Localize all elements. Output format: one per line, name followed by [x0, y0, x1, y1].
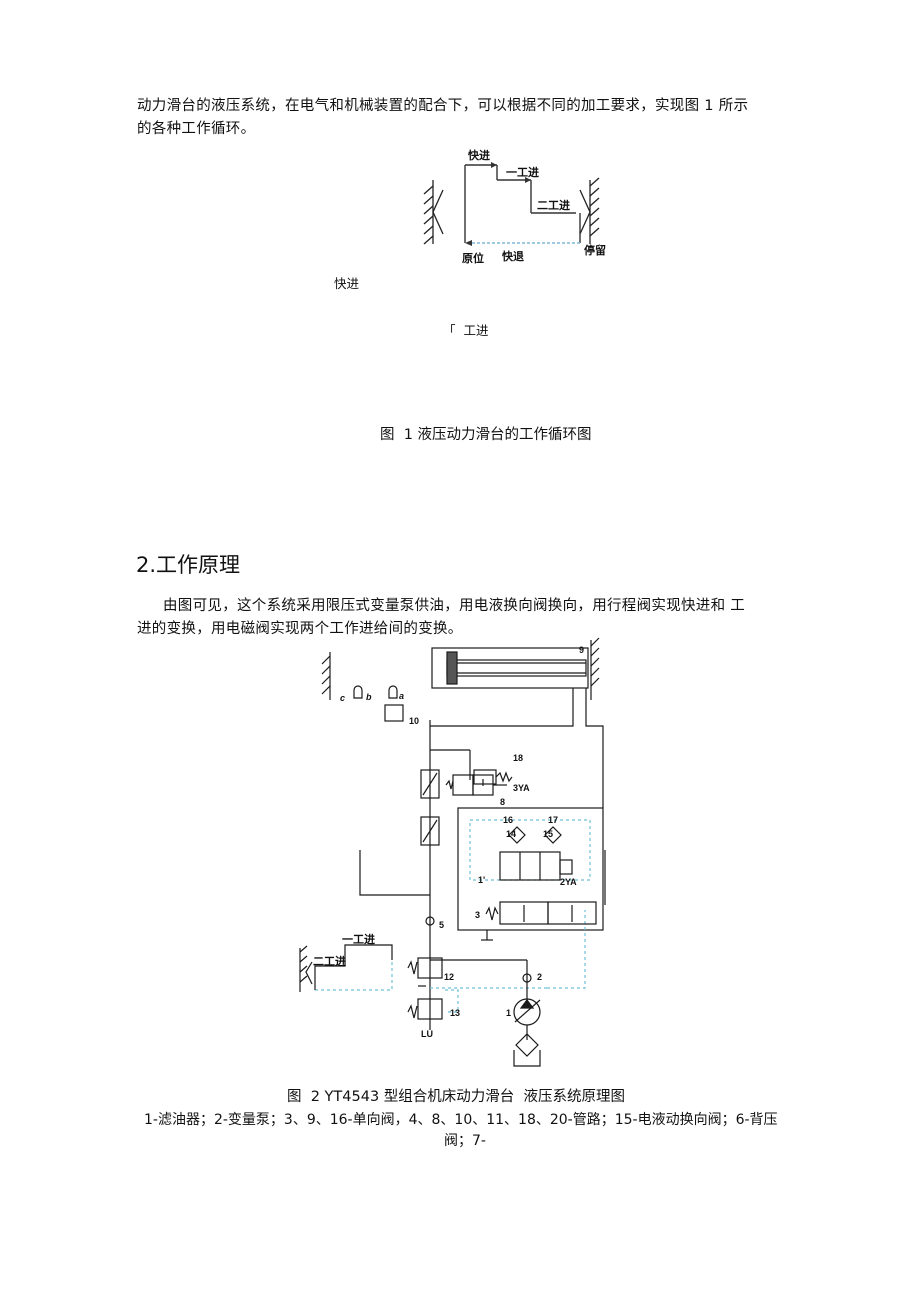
label-fast-return: 快退: [501, 249, 524, 263]
label-15: 15: [543, 829, 553, 839]
figure-1-caption: 图 1 液压动力滑台的工作循环图: [380, 427, 592, 443]
cylinder: [431, 647, 589, 689]
label-feed-1-sketch: 一工进: [342, 932, 375, 946]
label-3ya: 3YA: [513, 783, 530, 793]
section-heading: 2.工作原理: [136, 553, 241, 577]
label-feed-2: 二工进: [537, 198, 570, 212]
label-12: 12: [444, 972, 454, 982]
intro-line-1: 动力滑台的液压系统，在电气和机械装置的配合下，可以根据不同的加工要求，实现图 1…: [137, 98, 749, 114]
label-3: 3: [475, 910, 480, 920]
label-9: 9: [579, 645, 584, 655]
label-16: 16: [503, 815, 513, 825]
label-1: 1: [506, 1008, 511, 1018]
figure-2-legend-line-2: 阀；7-: [444, 1133, 486, 1149]
schematic-left-wall: [321, 652, 331, 700]
spool-body: [499, 851, 561, 881]
check-valve-15: [544, 826, 562, 844]
label-fast-forward: 快进: [467, 148, 490, 162]
section-para-line-1: 由图可见，这个系统采用限压式变量泵供油，用电液换向阀换向，用行程阀实现快进和 工: [163, 598, 746, 614]
left-wall: [423, 180, 444, 245]
check-valve-5: [425, 916, 435, 926]
label-17: 17: [548, 815, 558, 825]
right-wall: [579, 177, 600, 244]
stray-text-fast-forward: 快进: [334, 276, 360, 291]
label-feed-2-sketch: 二工进: [313, 954, 346, 968]
throttle-valve-lower: [420, 816, 440, 846]
figure-2-caption: 图 2 YT4543 型组合机床动力滑台 液压系统原理图: [287, 1089, 625, 1105]
throttle-valve-upper: [420, 769, 440, 799]
schematic-right-wall: [590, 637, 600, 700]
label-2: 2: [537, 972, 542, 982]
label-18: 18: [513, 753, 523, 763]
stop-b: [353, 685, 363, 699]
check-valve-14: [508, 826, 526, 844]
section-para-line-2: 进的变换，用电磁阀实现两个工作进给间的变换。: [137, 621, 463, 637]
cycle-path: [464, 162, 581, 246]
check-valve-2: [522, 973, 532, 983]
intro-line-2: 的各种工作循环。: [137, 121, 256, 137]
label-c: c: [340, 693, 345, 703]
pilot-lines: [315, 819, 591, 1013]
label-5: 5: [439, 920, 444, 930]
label-1-prime: 1': [478, 875, 485, 885]
feed-cycle-sketch: [299, 944, 393, 992]
label-dwell: 停留: [584, 243, 606, 257]
label-10: 10: [409, 716, 419, 726]
stop-a: [388, 685, 398, 699]
label-14: 14: [506, 829, 516, 839]
label-feed-1: 一工进: [506, 165, 539, 179]
valve-12: [417, 957, 443, 979]
valve-3-right: [547, 901, 597, 925]
label-b: b: [366, 692, 372, 702]
stray-text-work-feed: 「 工进: [443, 323, 489, 338]
label-8: 8: [500, 797, 505, 807]
label-2ya: 2YA: [560, 877, 577, 887]
label-lu: LU: [421, 1029, 433, 1039]
valve-10-box: [384, 704, 404, 722]
figure-2-legend-line-1: 1-滤油器；2-变量泵；3、9、16-单向阀，4、8、10、11、18、20-管…: [144, 1112, 778, 1128]
label-13: 13: [450, 1008, 460, 1018]
directional-valve-frame: [457, 807, 604, 931]
filter: [515, 1033, 539, 1057]
label-home: 原位: [462, 251, 484, 265]
label-a: a: [399, 691, 404, 701]
valve-13: [417, 998, 443, 1020]
